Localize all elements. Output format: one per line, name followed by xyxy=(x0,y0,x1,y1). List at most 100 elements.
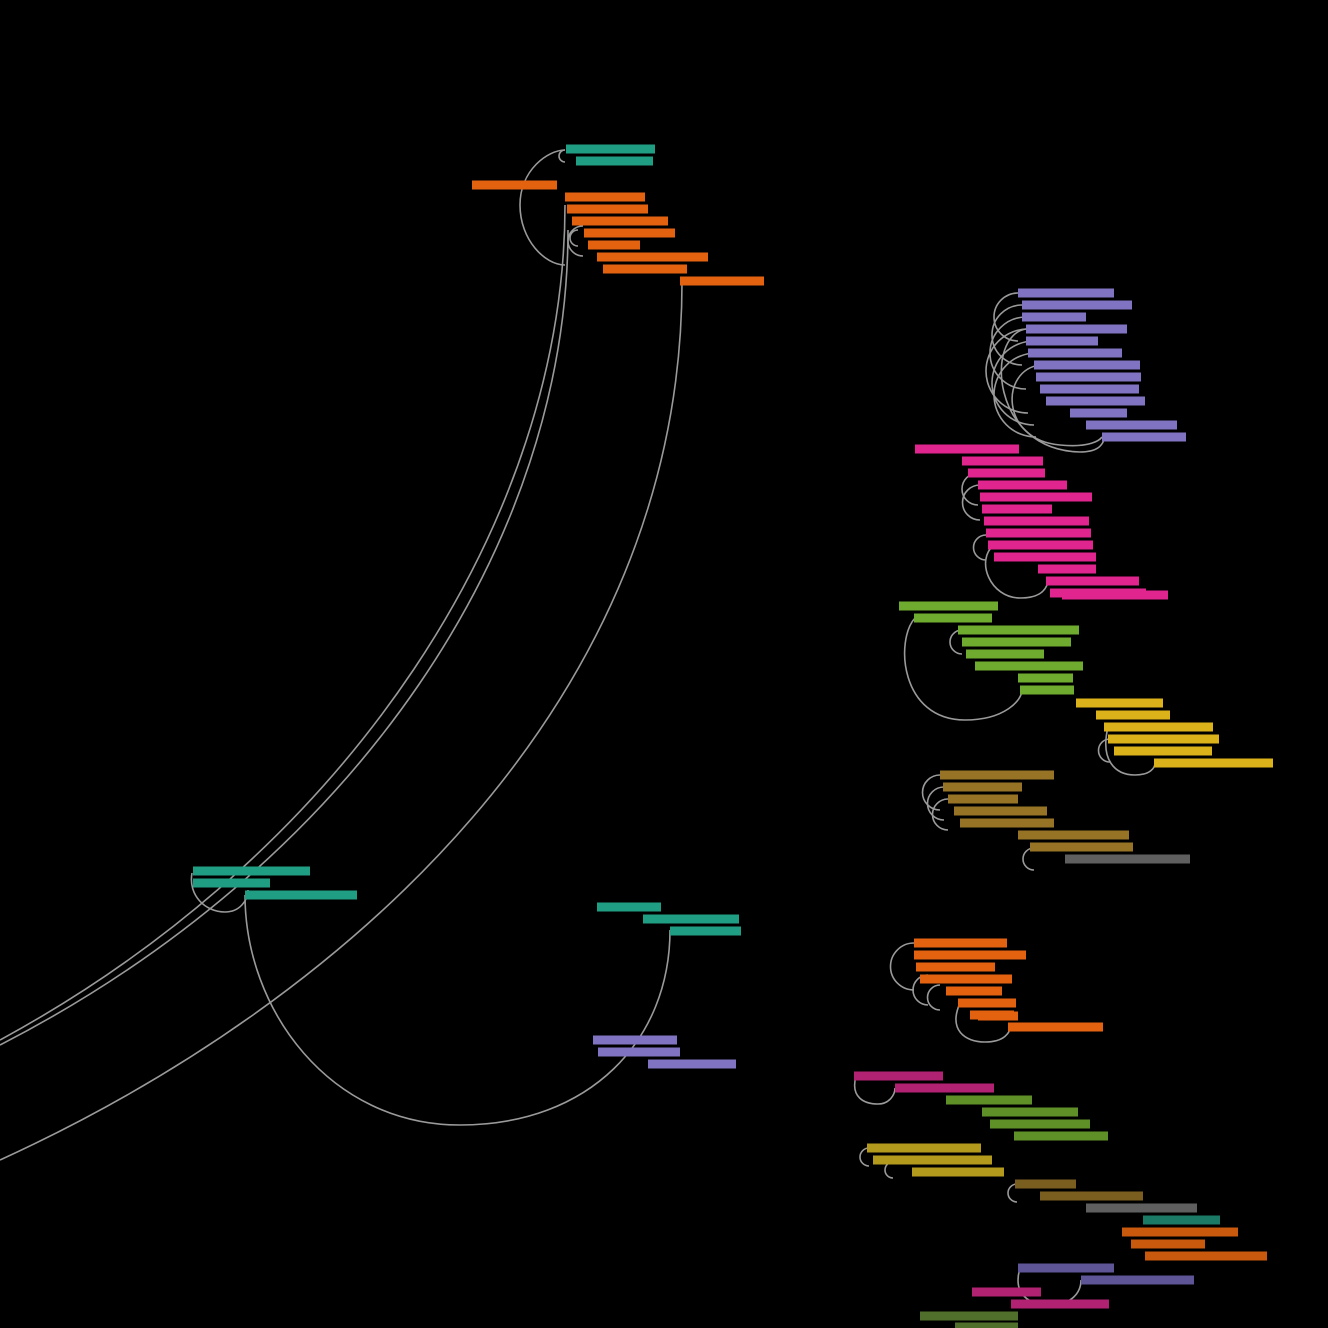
green-bar xyxy=(1018,673,1073,683)
tan-bar xyxy=(1018,830,1129,840)
purple-bar xyxy=(1070,408,1127,418)
purple-bar xyxy=(1034,360,1140,370)
link-layer xyxy=(0,149,1156,1306)
link-curve xyxy=(984,544,1049,599)
purple-bar xyxy=(1026,336,1098,346)
magenta-bar xyxy=(978,480,1067,490)
tan-bar xyxy=(1030,842,1133,852)
link-curve xyxy=(1105,726,1156,776)
magenta-bar xyxy=(1062,590,1168,600)
link-curve xyxy=(0,281,683,1161)
link-curve xyxy=(1011,364,1103,447)
magenta-bar xyxy=(986,528,1091,538)
magenta_dark-bar xyxy=(854,1071,943,1081)
green-bar xyxy=(1020,685,1074,695)
teal-bar xyxy=(566,144,655,154)
orange-bar xyxy=(978,1011,1018,1021)
green_dark-bar xyxy=(946,1095,1032,1105)
self-loop xyxy=(989,316,1027,390)
orange-bar xyxy=(584,228,675,238)
purple-bar xyxy=(593,1035,677,1045)
self-loop xyxy=(889,942,915,991)
tan_dark-bar xyxy=(1040,1191,1143,1201)
orange-bar xyxy=(914,938,1007,948)
purple_dark-bar xyxy=(1018,1263,1114,1273)
purple-bar xyxy=(1036,372,1141,382)
yellow_dark-bar xyxy=(873,1155,992,1165)
tan-bar xyxy=(948,794,1018,804)
magenta-bar xyxy=(982,504,1052,514)
self-loop xyxy=(931,798,949,831)
purple-bar xyxy=(1040,384,1139,394)
orange-bar xyxy=(958,998,1016,1008)
magenta-bar xyxy=(988,540,1093,550)
tan-bar xyxy=(940,770,1054,780)
yellow-bar xyxy=(1104,722,1213,732)
self-loop xyxy=(569,229,579,247)
magenta_dark-bar xyxy=(972,1287,1041,1297)
orange-bar xyxy=(914,950,1026,960)
orange-bar xyxy=(680,276,764,286)
tan_dark-bar xyxy=(1015,1179,1076,1189)
magenta-bar xyxy=(984,516,1089,526)
tan-bar xyxy=(943,782,1022,792)
magenta_dark-bar xyxy=(1011,1299,1109,1309)
purple-bar xyxy=(1022,300,1132,310)
orange-bar xyxy=(920,974,1012,984)
magenta-bar xyxy=(915,444,1019,454)
magenta-bar xyxy=(994,552,1096,562)
self-loop xyxy=(926,786,945,821)
orange-bar xyxy=(567,204,648,214)
self-loop xyxy=(567,225,584,257)
self-loop xyxy=(859,1147,870,1167)
orange-bar xyxy=(603,264,687,274)
green-bar xyxy=(899,601,998,611)
link-curve xyxy=(190,872,249,913)
link-curve xyxy=(0,204,566,1041)
yellow-bar xyxy=(1114,746,1212,756)
orange-bar xyxy=(597,252,708,262)
magenta-bar xyxy=(1038,564,1096,574)
yellow_dark-bar xyxy=(912,1167,1004,1177)
teal-bar xyxy=(193,878,270,888)
self-loop xyxy=(1007,1183,1018,1203)
orange-bar xyxy=(916,962,995,972)
teal_dark-bar xyxy=(1143,1215,1220,1225)
link-curve xyxy=(1000,328,1105,453)
purple-bar xyxy=(1022,312,1086,322)
green_dark-bar xyxy=(1014,1131,1108,1141)
purple-bar xyxy=(1028,348,1122,358)
link-curve xyxy=(955,1002,1011,1043)
teal-bar xyxy=(193,866,310,876)
purple-bar xyxy=(1102,432,1186,442)
orange-bar xyxy=(572,216,668,226)
magenta-bar xyxy=(962,456,1043,466)
teal-bar xyxy=(643,914,739,924)
purple-bar xyxy=(648,1059,736,1069)
magenta-bar xyxy=(1046,576,1139,586)
teal-bar xyxy=(245,890,357,900)
link-curve xyxy=(853,1075,896,1105)
self-loop xyxy=(961,484,981,521)
green_deep-bar xyxy=(955,1322,1018,1328)
green-bar xyxy=(914,613,992,623)
self-loop xyxy=(949,629,963,655)
link-curve xyxy=(1017,1267,1082,1306)
purple-bar xyxy=(1046,396,1145,406)
self-loop xyxy=(993,352,1037,438)
teal-bar xyxy=(670,926,741,936)
purple-bar xyxy=(1086,420,1177,430)
orange-bar xyxy=(472,180,557,190)
purple-bar xyxy=(1018,288,1114,298)
green-bar xyxy=(962,637,1071,647)
orange_dark-bar xyxy=(1145,1251,1267,1261)
orange_dark-bar xyxy=(1122,1227,1238,1237)
orange-bar xyxy=(946,986,1002,996)
purple-bar xyxy=(598,1047,680,1057)
green-bar xyxy=(975,661,1083,671)
link-curve xyxy=(244,894,671,1126)
orange-bar xyxy=(588,240,640,250)
magenta-bar xyxy=(968,468,1045,478)
